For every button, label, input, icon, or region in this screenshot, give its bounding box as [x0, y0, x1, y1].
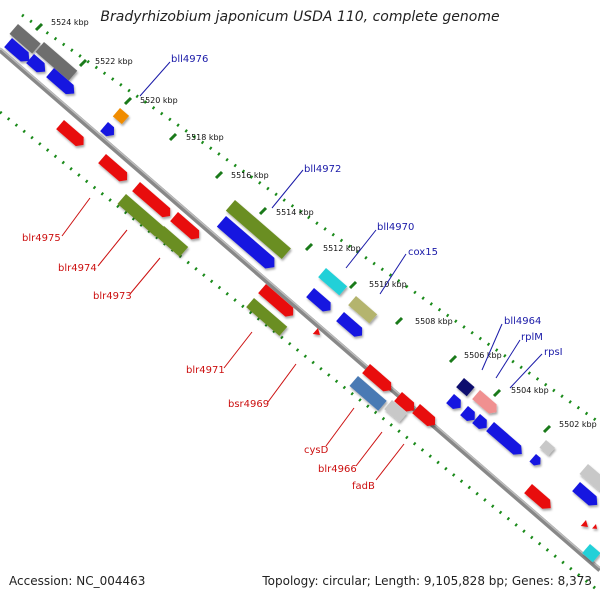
genome-backbone: [0, 48, 600, 572]
gene-label-bll4976[interactable]: bll4976: [171, 54, 208, 65]
leader-line: [375, 443, 405, 481]
gene-feature-red[interactable]: [412, 404, 439, 429]
gene-label-cysD[interactable]: cysD: [304, 445, 329, 456]
gene-feature-cyan[interactable]: [318, 268, 348, 296]
gene-feature-red[interactable]: [394, 392, 418, 415]
leader-line: [355, 431, 383, 467]
tick-label: 5516 kbp: [231, 171, 269, 180]
leader-line: [223, 331, 253, 369]
gene-feature-blue[interactable]: [4, 38, 33, 65]
leader-line: [495, 339, 521, 379]
tick-label: 5504 kbp: [511, 386, 549, 395]
gene-feature-blue[interactable]: [460, 406, 478, 424]
gene-feature-red[interactable]: [592, 524, 599, 531]
gene-feature-gray[interactable]: [35, 42, 78, 81]
gene-feature-blue[interactable]: [529, 454, 543, 468]
genome-backbone-highlight: [0, 47, 600, 569]
gene-feature-red[interactable]: [362, 364, 395, 395]
gene-feature-pink[interactable]: [472, 390, 500, 417]
gene-feature-blue[interactable]: [306, 288, 334, 315]
gene-feature-blue[interactable]: [336, 312, 366, 340]
gene-feature-blue[interactable]: [446, 394, 464, 412]
gene-feature-cyan[interactable]: [582, 544, 600, 563]
tick-label: 5522 kbp: [95, 57, 133, 66]
gene-feature-olive[interactable]: [225, 200, 291, 260]
tick-label: 5514 kbp: [276, 208, 314, 217]
gene-feature-orange[interactable]: [112, 108, 130, 125]
gene-feature-blue[interactable]: [572, 482, 600, 509]
gene-label-rplM[interactable]: rplM: [521, 332, 543, 343]
leader-line: [97, 229, 128, 267]
gene-feature-red[interactable]: [580, 520, 591, 530]
gene-feature-red[interactable]: [312, 328, 323, 338]
gene-label-blr4966[interactable]: blr4966: [318, 464, 357, 475]
gene-feature-red[interactable]: [132, 182, 174, 221]
leader-line: [61, 197, 91, 237]
tick-label: 5524 kbp: [51, 18, 89, 27]
gene-feature-blue[interactable]: [486, 422, 526, 459]
tick-marks: [34, 22, 552, 434]
leader-line: [139, 61, 171, 97]
tick-label: 5510 kbp: [369, 280, 407, 289]
gene-feature-lightgray[interactable]: [539, 440, 556, 456]
gene-feature-gray[interactable]: [9, 24, 41, 54]
gene-feature-navy[interactable]: [456, 378, 475, 397]
gene-feature-blue[interactable]: [100, 122, 118, 140]
tick-label: 5518 kbp: [186, 133, 224, 142]
gene-feature-blue[interactable]: [472, 414, 490, 432]
gene-feature-blue[interactable]: [216, 216, 279, 272]
map-title: Bradyrhizobium japonicum USDA 110, compl…: [100, 9, 500, 25]
leader-line: [345, 229, 377, 269]
gene-label-blr4973[interactable]: blr4973: [93, 291, 132, 302]
tick-label: 5520 kbp: [140, 96, 178, 105]
gene-feature-red[interactable]: [258, 284, 297, 320]
accession-text: Accession: NC_004463: [9, 574, 146, 588]
gene-feature-lightgray[interactable]: [579, 464, 600, 491]
leader-line: [509, 353, 543, 389]
gene-feature-red[interactable]: [98, 154, 131, 185]
leader-line: [267, 363, 297, 403]
gene-label-blr4971[interactable]: blr4971: [186, 365, 225, 376]
gene-feature-red[interactable]: [524, 484, 555, 513]
gene-feature-olive[interactable]: [155, 226, 189, 257]
gene-feature-olive[interactable]: [246, 298, 288, 336]
gene-label-cox15[interactable]: cox15: [408, 247, 438, 258]
gene-feature-blue[interactable]: [26, 54, 49, 76]
gene-label-blr4974[interactable]: blr4974: [58, 263, 97, 274]
gene-label-blr4975[interactable]: blr4975: [22, 233, 61, 244]
gene-feature-lightgray[interactable]: [384, 400, 408, 423]
gene-label-bll4972[interactable]: bll4972: [304, 164, 341, 175]
leader-line: [379, 253, 407, 295]
leader-line: [481, 323, 503, 371]
gene-label-fadB[interactable]: fadB: [352, 481, 375, 492]
gene-label-bll4964[interactable]: bll4964: [504, 316, 541, 327]
gene-feature-olive[interactable]: [117, 194, 164, 237]
leader-line: [129, 257, 161, 295]
upper-dotted-guide: [21, 13, 600, 425]
tick-label: 5512 kbp: [323, 244, 361, 253]
tick-label: 5502 kbp: [559, 420, 597, 429]
topology-text: Topology: circular; Length: 9,105,828 bp…: [262, 574, 592, 588]
leader-line: [325, 407, 355, 447]
lower-dotted-guide: [0, 110, 600, 594]
gene-feature-khaki[interactable]: [348, 296, 378, 324]
gene-label-rpsI[interactable]: rpsI: [544, 347, 563, 358]
tick-label: 5506 kbp: [464, 351, 502, 360]
gene-feature-red[interactable]: [170, 212, 203, 243]
gene-label-bll4970[interactable]: bll4970: [377, 222, 414, 233]
gene-feature-blue[interactable]: [46, 68, 78, 98]
gene-feature-steel[interactable]: [349, 376, 387, 411]
leader-line: [271, 169, 304, 209]
tick-label: 5508 kbp: [415, 317, 453, 326]
gene-feature-red[interactable]: [56, 120, 87, 149]
gene-label-bsr4969[interactable]: bsr4969: [228, 399, 269, 410]
